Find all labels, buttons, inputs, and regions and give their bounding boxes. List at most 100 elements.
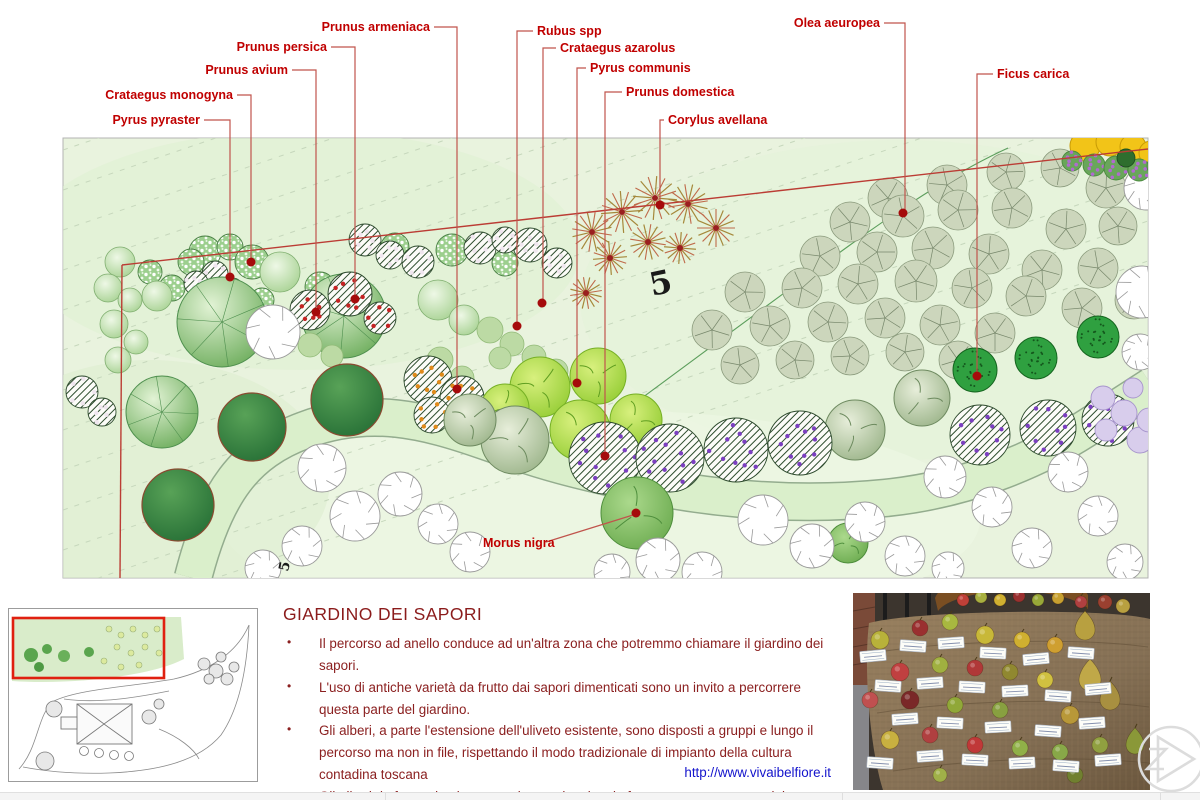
- tree-symbol-white: [737, 494, 789, 546]
- bullet-list: Il percorso ad anello conduce ad un'altr…: [283, 633, 831, 800]
- fruit-name-card: [874, 679, 902, 693]
- tree-symbol-corylus: [572, 212, 612, 252]
- plant-name-text: Pyrus communis: [590, 61, 691, 75]
- fruit-name-card: [916, 676, 944, 690]
- plant-name-text: Rubus spp: [537, 24, 602, 38]
- bullet-item: Gli alberi, a parte l'estensione dell'ul…: [283, 720, 831, 786]
- plant-label: Prunus armeniaca: [322, 20, 462, 394]
- tree-symbol-olive: [691, 309, 733, 351]
- tree-symbol-dark: [310, 363, 384, 437]
- tree-symbol-purplec: [1061, 150, 1083, 172]
- tree-symbol-white: [1106, 543, 1144, 578]
- fruit: [991, 698, 1009, 719]
- fruit: [1012, 593, 1026, 603]
- zone-highlight-rectangle: [11, 616, 166, 680]
- tree-symbol-olive: [749, 305, 791, 347]
- tree-symbol-purplec: [1146, 160, 1148, 172]
- fruit: [1125, 723, 1145, 755]
- fruit-name-card: [1078, 716, 1106, 730]
- zone-number: 5: [276, 560, 294, 573]
- tree-symbol-olive: [775, 340, 815, 380]
- tree-symbol-pale: [259, 251, 301, 293]
- plant-label: Rubus spp: [512, 24, 602, 331]
- fruit: [941, 610, 959, 631]
- fruit: [1051, 740, 1069, 761]
- fruit: [921, 723, 939, 744]
- bullet-item: Il percorso ad anello conduce ad un'altr…: [283, 633, 831, 677]
- tree-symbol-chart: [569, 347, 627, 405]
- fruits-and-cards: [859, 593, 1145, 784]
- tree-symbol-olive: [807, 301, 849, 343]
- tree-symbol-hatchpurple: [949, 404, 1011, 466]
- plant-name-text: Olea aeuropea: [794, 16, 881, 30]
- leader-dot: [898, 208, 908, 218]
- railing: [883, 593, 931, 623]
- tree-symbol-white: [593, 553, 631, 578]
- page-title: GIARDINO DEI SAPORI: [283, 604, 483, 624]
- fruit: [966, 733, 984, 754]
- tree-symbol-shrub: [488, 346, 512, 370]
- tree-symbol-corylus: [630, 224, 666, 260]
- tree-symbol-lilac: [1122, 377, 1144, 399]
- tree-symbol-wflower: [1115, 265, 1148, 319]
- fruit-name-card: [958, 680, 986, 694]
- tree-symbol-ficus: [952, 347, 998, 393]
- tree-symbol-white: [1011, 527, 1053, 569]
- fruit: [870, 627, 890, 650]
- tree-symbol-hatch: [541, 247, 573, 279]
- tree-symbol-hatch: [375, 240, 405, 270]
- logo-watermark: [1137, 725, 1200, 793]
- fruit: [890, 659, 910, 682]
- fruit-name-card: [937, 636, 965, 650]
- tree-symbol-hatchpurple: [1019, 399, 1077, 457]
- plant-name-text: Prunus armeniaca: [322, 20, 431, 34]
- tree-symbol-corylus: [668, 184, 708, 224]
- tree-symbol-olive: [937, 189, 979, 231]
- fruit-name-card: [961, 753, 989, 767]
- leader-dot: [452, 384, 462, 394]
- tree-symbol-white: [923, 455, 967, 499]
- tree-symbol-olive: [724, 271, 766, 313]
- tree-symbol-olive: [720, 345, 760, 385]
- tree-symbol-white: [281, 525, 323, 567]
- tree-symbol-hatch: [491, 226, 519, 254]
- tree-symbol-pale: [417, 279, 459, 321]
- plant-label: Crataegus monogyna: [105, 88, 256, 267]
- tree-symbol-olive: [1005, 275, 1047, 317]
- tree-symbol-ficus: [1076, 315, 1120, 359]
- plant-name-text: Morus nigra: [483, 536, 556, 550]
- fruit: [974, 593, 988, 604]
- site-house: [60, 703, 133, 745]
- site-trees: [35, 651, 240, 771]
- website-link-container: http://www.vivaibelfiore.it: [283, 764, 831, 782]
- fruit: [1051, 593, 1065, 605]
- tree-symbol-lilac: [1110, 399, 1138, 427]
- website-link[interactable]: http://www.vivaibelfiore.it: [684, 765, 831, 780]
- fruit: [861, 688, 879, 709]
- tree-symbol-ficus: [1014, 336, 1058, 380]
- plant-label: Prunus persica: [237, 40, 360, 304]
- tree-symbol-dark: [141, 468, 215, 542]
- tree-symbol-corylus: [697, 209, 735, 247]
- tree-symbol-white: [635, 537, 681, 578]
- tree-symbols: [65, 138, 1148, 578]
- plant-label: Prunus avium: [205, 63, 321, 317]
- fruit-name-card: [936, 716, 964, 730]
- tree-symbol-sage: [824, 399, 886, 461]
- tree-symbol-corylus: [664, 232, 696, 264]
- leader-dot: [655, 200, 665, 210]
- fruit: [1074, 593, 1088, 609]
- tree-symbol-olive: [974, 312, 1016, 354]
- plant-name-text: Crataegus monogyna: [105, 88, 234, 102]
- tree-symbol-sage: [443, 393, 497, 447]
- tree-symbol-white: [417, 503, 459, 545]
- tree-symbol-pale: [141, 280, 173, 312]
- tree-symbol-hatch: [463, 231, 497, 265]
- fruit-basket: [935, 593, 1088, 611]
- fruit: [1031, 593, 1045, 607]
- tree-symbol-purplec: [1127, 158, 1148, 182]
- fruit-name-card: [1044, 689, 1072, 703]
- plant-label: Morus nigra: [483, 508, 641, 550]
- fruit-name-card: [916, 749, 944, 763]
- tree-symbol-olive: [968, 233, 1010, 275]
